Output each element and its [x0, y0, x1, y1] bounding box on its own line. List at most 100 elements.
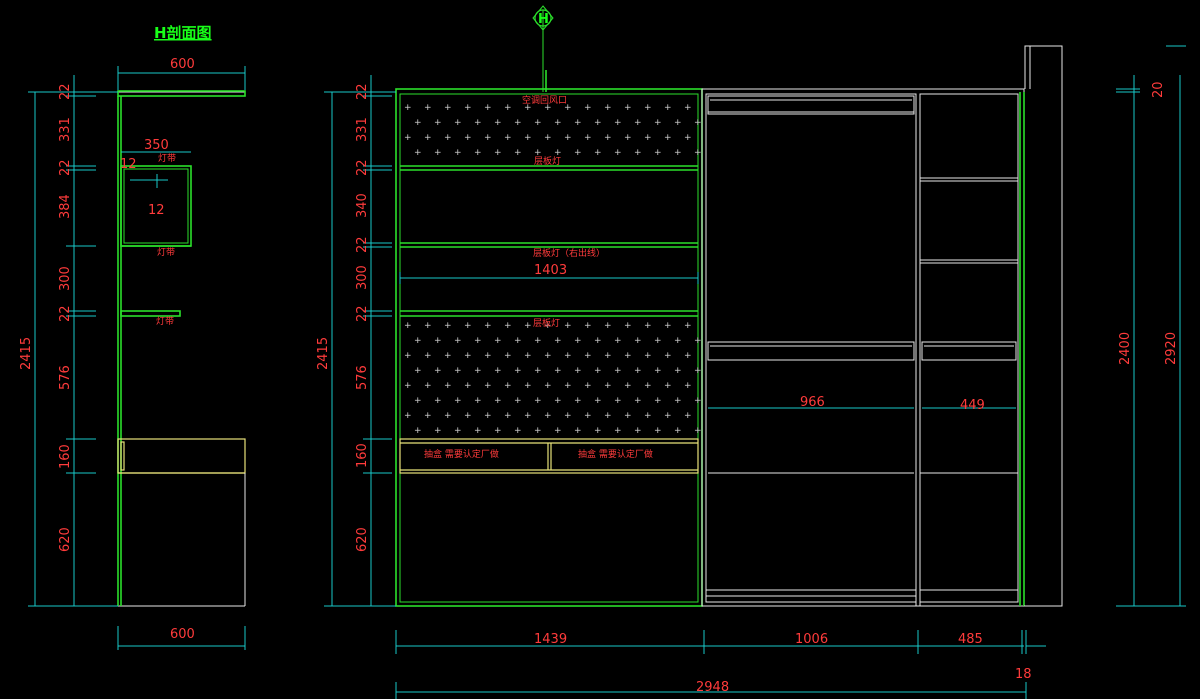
perforation-mark: +: [504, 103, 512, 113]
perforation-mark: +: [644, 381, 652, 391]
perforation-mark: +: [544, 411, 552, 421]
section-bottom-width: 600: [170, 627, 195, 642]
perforation-mark: +: [424, 133, 432, 143]
perforation-mark: +: [554, 336, 562, 346]
perforation-mark: +: [564, 411, 572, 421]
perforation-mark: +: [534, 366, 542, 376]
perforation-mark: +: [694, 366, 702, 376]
perforation-mark: +: [514, 396, 522, 406]
perforation-mark: +: [474, 426, 482, 436]
perforation-mark: +: [674, 148, 682, 158]
perforation-mark: +: [604, 411, 612, 421]
perforation-mark: +: [584, 103, 592, 113]
perforation-mark: +: [594, 366, 602, 376]
elevation-h-3: 340: [355, 193, 370, 218]
perforation-mark: +: [584, 133, 592, 143]
perforation-mark: +: [404, 103, 412, 113]
right-h-0: 20: [1151, 81, 1166, 98]
elevation-h-6: 22: [355, 305, 370, 322]
note-light-3: 层板灯: [533, 317, 560, 329]
perforation-mark: +: [534, 396, 542, 406]
perforation-mark: +: [664, 351, 672, 361]
perforation-mark: +: [664, 411, 672, 421]
perforation-mark: +: [414, 148, 422, 158]
perforation-mark: +: [604, 351, 612, 361]
perforation-mark: +: [404, 381, 412, 391]
perforation-mark: +: [554, 426, 562, 436]
perforation-mark: +: [684, 411, 692, 421]
perforation-mark: +: [584, 381, 592, 391]
perforation-mark: +: [434, 396, 442, 406]
perforation-mark: +: [504, 133, 512, 143]
perforation-mark: +: [494, 118, 502, 128]
section-h-1: 331: [58, 117, 73, 142]
perforation-mark: +: [484, 133, 492, 143]
perforation-mark: +: [694, 396, 702, 406]
note-drawer-left: 抽盒 需要认定厂做: [424, 448, 499, 460]
section-light-label-2: 灯带: [157, 247, 175, 258]
perforation-mark: +: [444, 381, 452, 391]
section-h-7: 160: [58, 444, 73, 469]
elevation-h-0: 22: [355, 83, 370, 100]
perforation-mark: +: [514, 148, 522, 158]
perforation-mark: +: [424, 321, 432, 331]
perforation-mark: +: [664, 103, 672, 113]
perforation-mark: +: [614, 396, 622, 406]
perforation-mark: +: [574, 148, 582, 158]
elevation-view: H ++++++++++++++++++++++++++++++++++++++…: [316, 5, 1186, 699]
perforation-mark: +: [454, 118, 462, 128]
perforation-mark: +: [554, 366, 562, 376]
section-h-8: 620: [58, 527, 73, 552]
perforation-mark: +: [674, 426, 682, 436]
axis-marker: H: [538, 12, 549, 27]
perforation-mark: +: [594, 396, 602, 406]
perforation-mark: +: [514, 366, 522, 376]
perforation-mark: +: [404, 411, 412, 421]
perforation-mark: +: [414, 336, 422, 346]
perforation-mark: +: [524, 381, 532, 391]
perforation-mark: +: [654, 118, 662, 128]
perforation-mark: +: [594, 336, 602, 346]
perforation-mark: +: [484, 103, 492, 113]
perforation-mark: +: [574, 366, 582, 376]
perforation-mark: +: [424, 381, 432, 391]
perforation-mark: +: [524, 133, 532, 143]
perforation-mark: +: [514, 118, 522, 128]
perforation-mark: +: [454, 148, 462, 158]
section-h-3: 384: [58, 194, 73, 219]
perforation-mark: +: [684, 351, 692, 361]
perforation-mark: +: [544, 381, 552, 391]
perforation-mark: +: [444, 321, 452, 331]
perforation-mark: +: [574, 118, 582, 128]
section-small-12a: 12: [120, 157, 137, 172]
perforation-mark: +: [474, 148, 482, 158]
perforation-mark: +: [614, 148, 622, 158]
perforation-mark: +: [414, 396, 422, 406]
perforation-mark: +: [454, 336, 462, 346]
perforation-mark: +: [654, 148, 662, 158]
wardrobe-inner-width: 966: [800, 395, 825, 410]
note-drawer-right: 抽盒 需要认定厂做: [578, 448, 653, 460]
right-h-2: 2920: [1164, 332, 1179, 365]
perforation-mark: +: [584, 351, 592, 361]
perforation-mark: +: [404, 133, 412, 143]
perforated-panel-top: ++++++++++++++++++++++++++++++++++++++++…: [404, 103, 702, 158]
perforation-mark: +: [624, 411, 632, 421]
perforation-mark: +: [634, 426, 642, 436]
perforation-mark: +: [434, 336, 442, 346]
perforation-mark: +: [694, 148, 702, 158]
perforation-mark: +: [634, 366, 642, 376]
overall-width: 2948: [696, 680, 729, 695]
section-h-6: 576: [58, 365, 73, 390]
perforation-mark: +: [634, 336, 642, 346]
drawing-title: H剖面图: [154, 24, 212, 42]
perforation-mark: +: [444, 133, 452, 143]
bottom-width-1: 1006: [795, 632, 828, 647]
perforation-mark: +: [424, 103, 432, 113]
shelf-width: 1403: [534, 263, 567, 278]
perforation-mark: +: [594, 118, 602, 128]
perforation-mark: +: [444, 351, 452, 361]
perforation-mark: +: [594, 426, 602, 436]
perforation-mark: +: [564, 321, 572, 331]
